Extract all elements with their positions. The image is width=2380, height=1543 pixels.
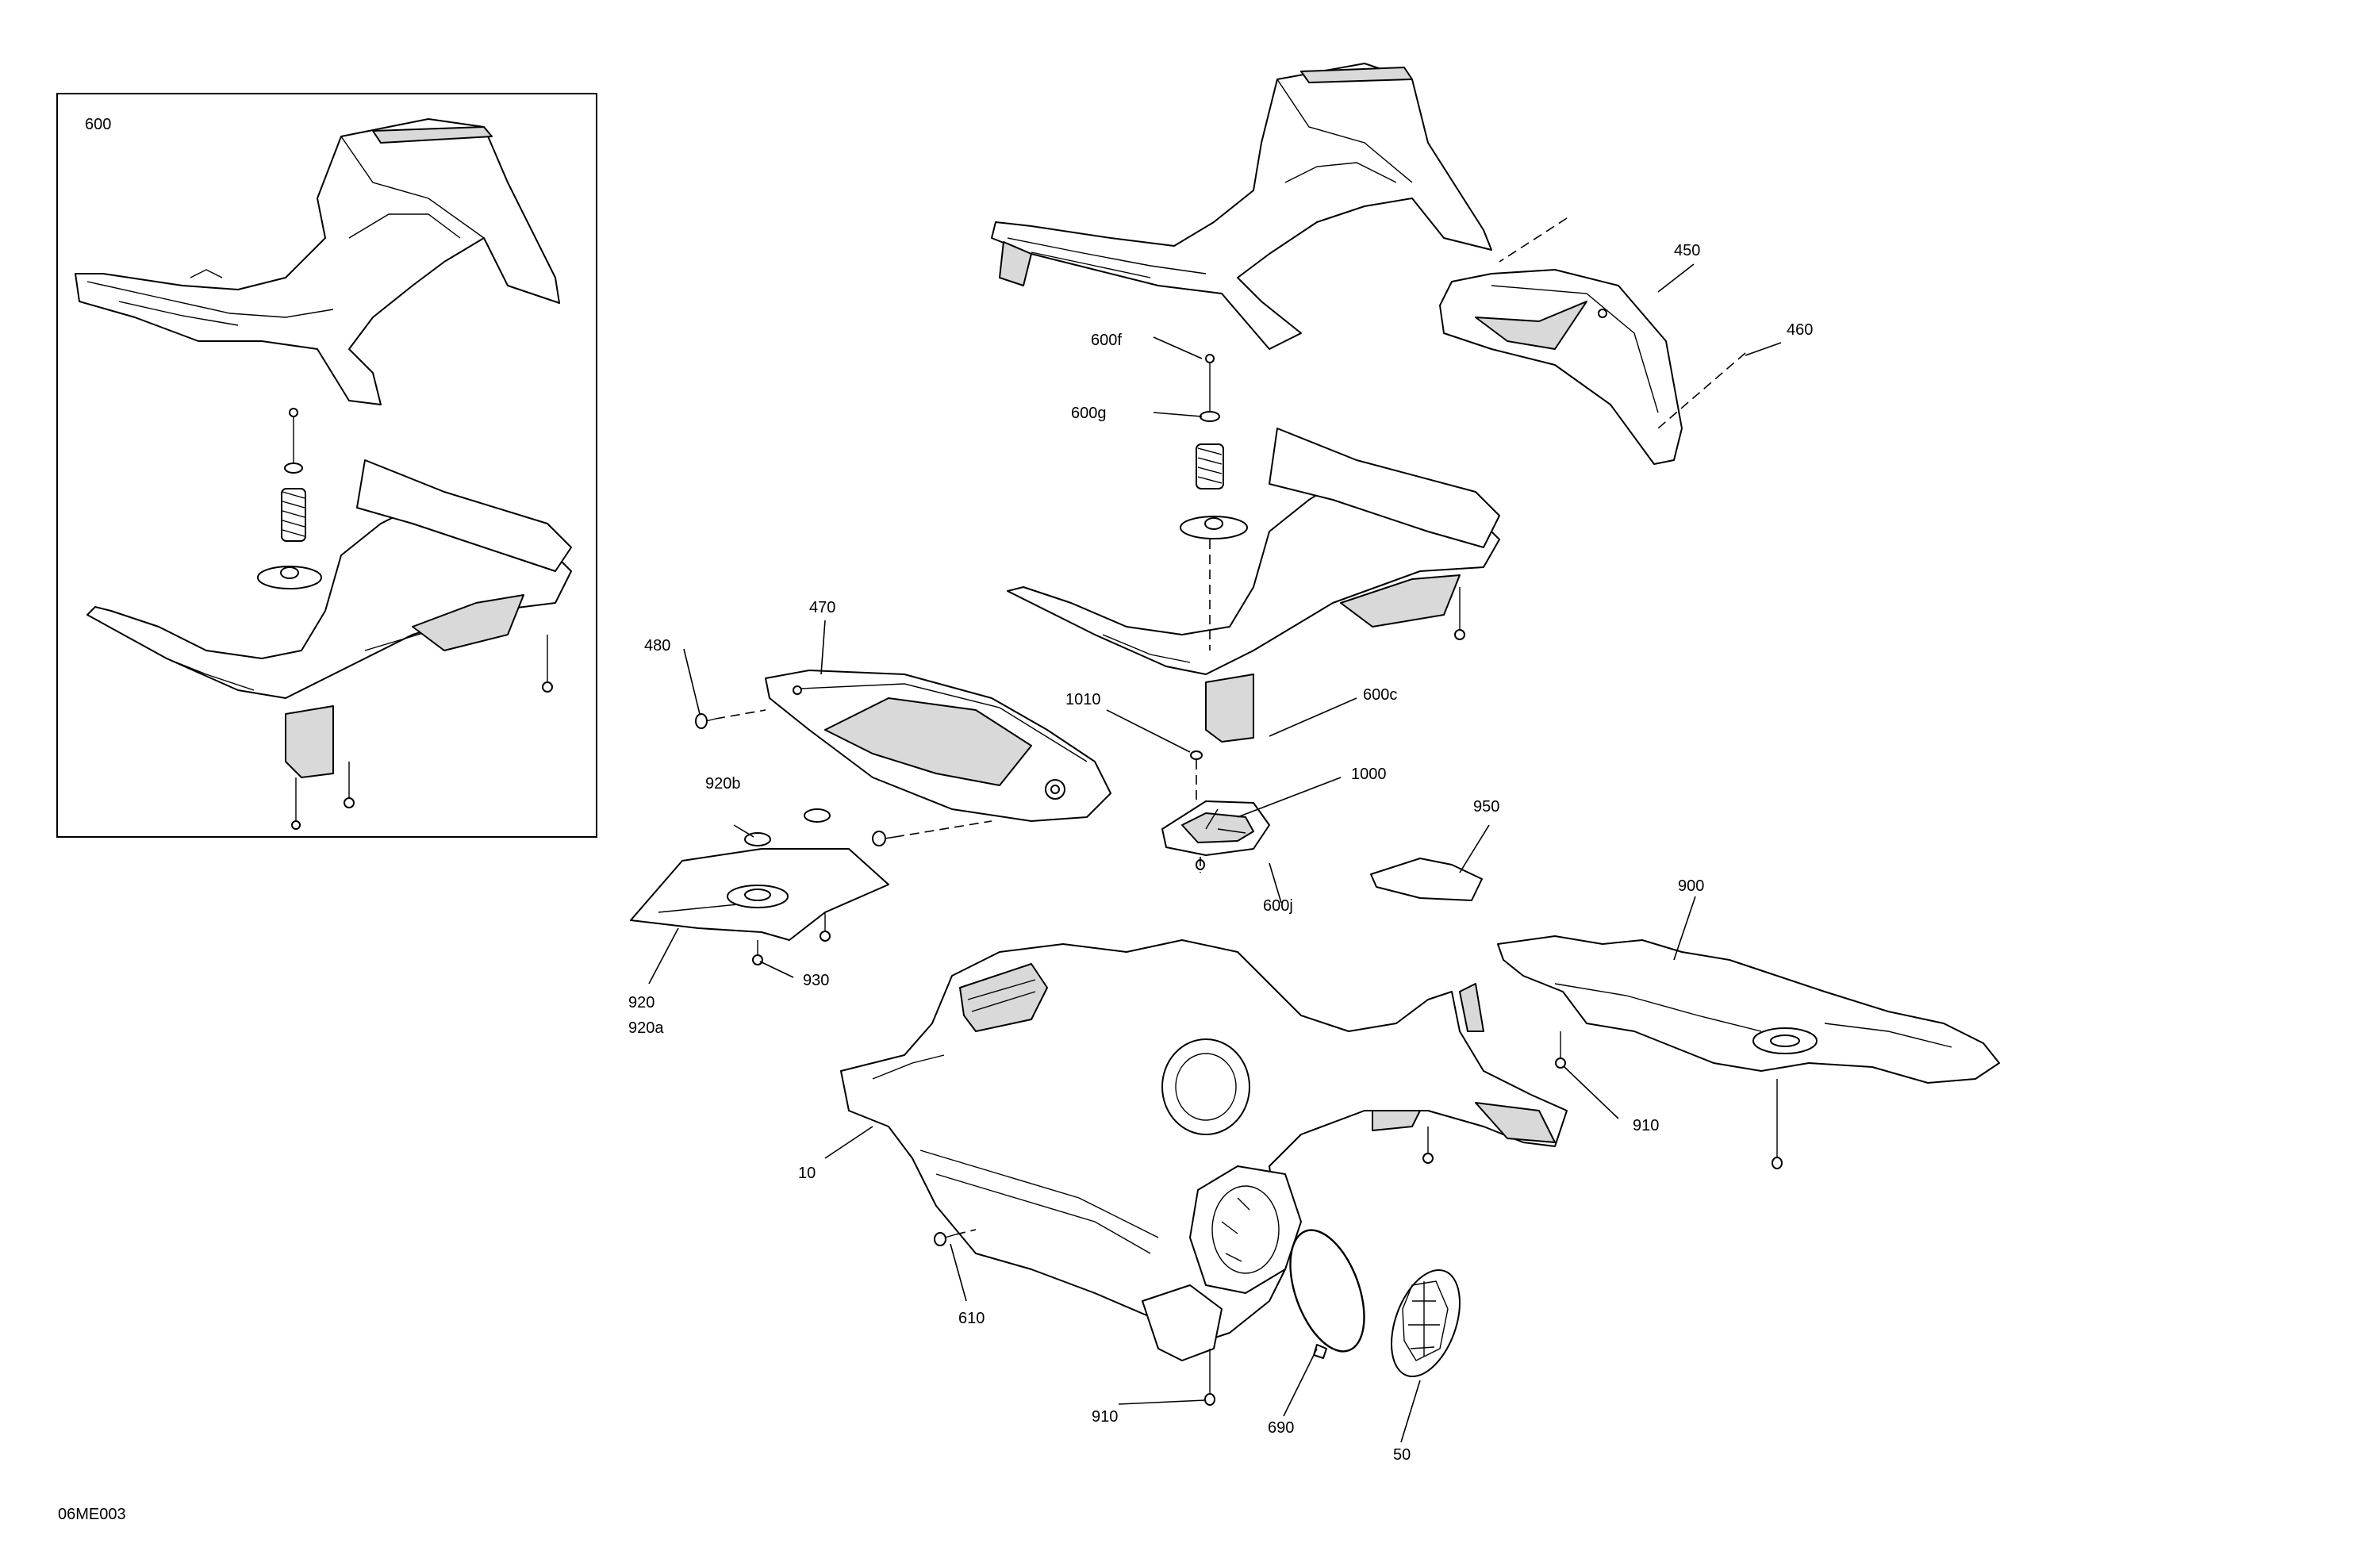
label-diagram-id: 06ME003 bbox=[58, 1506, 126, 1523]
label-910-right: 910 bbox=[1633, 1117, 1659, 1134]
screw-470-front bbox=[872, 831, 896, 846]
inset-upper-shroud bbox=[75, 118, 560, 405]
label-950: 950 bbox=[1473, 798, 1499, 816]
upper-shroud-600 bbox=[991, 63, 1492, 350]
screw-610 bbox=[934, 1232, 957, 1246]
shield-900 bbox=[1497, 935, 2000, 1169]
label-610: 610 bbox=[958, 1310, 985, 1327]
label-920: 920 bbox=[628, 994, 654, 1011]
clamp-690 bbox=[1289, 1229, 1365, 1359]
label-470: 470 bbox=[809, 599, 835, 616]
label-50: 50 bbox=[1393, 1446, 1411, 1464]
callout-labels: 600 450 460 600f 600g 470 480 600c 1010 … bbox=[58, 116, 1813, 1523]
inset-fastener-stack bbox=[257, 408, 322, 589]
label-600g: 600g bbox=[1071, 405, 1107, 422]
screw-910-bottom bbox=[1204, 1349, 1215, 1406]
label-10: 10 bbox=[798, 1165, 816, 1182]
inset-lower-tray bbox=[86, 459, 572, 830]
label-1000: 1000 bbox=[1351, 766, 1387, 783]
airbox-10 bbox=[840, 939, 1568, 1361]
assembly-lines bbox=[715, 217, 1746, 1235]
screw-480 bbox=[695, 713, 716, 729]
label-480: 480 bbox=[644, 637, 670, 654]
retainer-1000 bbox=[1161, 750, 1270, 870]
side-panel-470 bbox=[765, 670, 1111, 822]
label-inset-600: 600 bbox=[85, 116, 111, 133]
label-1010: 1010 bbox=[1065, 691, 1101, 708]
inset-assembly-600 bbox=[56, 93, 597, 838]
label-460: 460 bbox=[1787, 321, 1813, 339]
plate-920 bbox=[630, 808, 889, 965]
label-910-bottom: 910 bbox=[1092, 1408, 1118, 1426]
label-930: 930 bbox=[803, 972, 829, 989]
side-panel-450 bbox=[1439, 269, 1683, 465]
label-690: 690 bbox=[1268, 1419, 1294, 1437]
main-fastener-stack bbox=[1180, 354, 1248, 539]
leader-lines bbox=[648, 263, 1782, 1443]
label-920a: 920a bbox=[628, 1019, 664, 1037]
lower-tray-600 bbox=[1007, 428, 1500, 743]
inset-frame bbox=[56, 93, 597, 838]
foam-950 bbox=[1370, 858, 1483, 901]
label-600j: 600j bbox=[1263, 897, 1293, 915]
screen-50 bbox=[1391, 1269, 1461, 1378]
label-900: 900 bbox=[1678, 877, 1704, 895]
label-600c: 600c bbox=[1363, 686, 1397, 704]
label-450: 450 bbox=[1674, 242, 1700, 259]
label-920b: 920b bbox=[705, 775, 741, 793]
label-600f: 600f bbox=[1091, 332, 1122, 349]
